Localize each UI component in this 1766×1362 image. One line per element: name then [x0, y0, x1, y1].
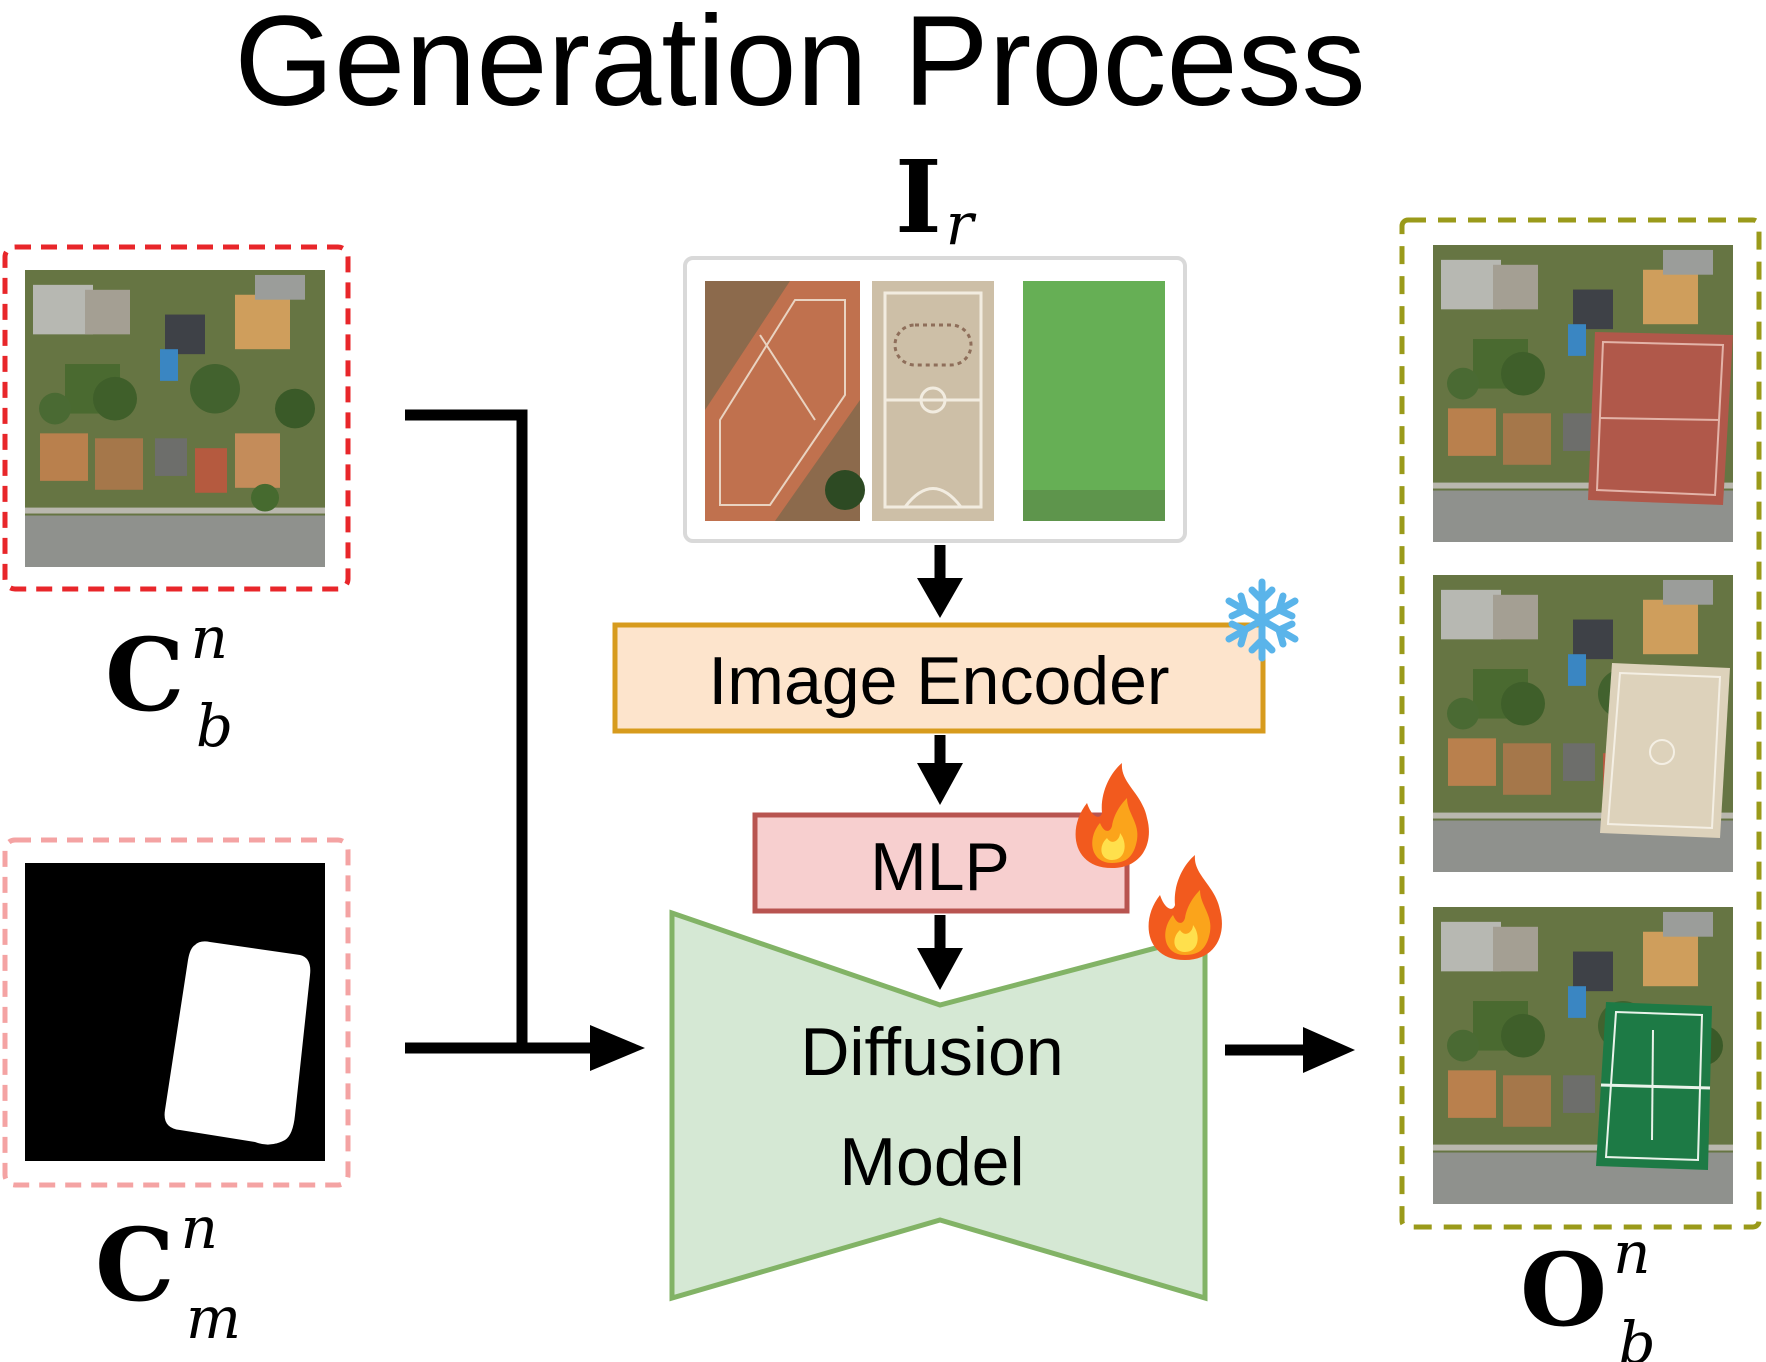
output-panel — [1399, 217, 1762, 1230]
output-image-basketball-court — [1433, 575, 1733, 872]
image-encoder-box — [612, 622, 1266, 734]
encoder-to-mlp-arrowhead — [917, 763, 963, 805]
background-frame — [2, 244, 351, 592]
background-aerial-image — [25, 270, 325, 567]
diffusion-fire-icon — [1148, 855, 1222, 960]
background-condition-panel — [2, 244, 351, 592]
mask-region — [164, 941, 311, 1145]
reference-images-label: Ir — [895, 138, 977, 258]
background-connector — [405, 409, 528, 1048]
image-encoder-label: Image Encoder — [708, 643, 1169, 719]
reference-image-clay-court — [705, 281, 865, 521]
diffusion-model-block: Diffusion Model — [669, 909, 1208, 1302]
diffusion-model-label-line1: Diffusion — [800, 1014, 1063, 1090]
diffusion-to-output-arrowhead — [1303, 1027, 1355, 1073]
mlp-block: MLP — [752, 812, 1130, 914]
mask-frame — [2, 837, 351, 1188]
output-frame — [1399, 217, 1762, 1230]
mlp-label: MLP — [870, 829, 1010, 905]
reference-image-basketball-court — [872, 281, 994, 521]
page-title: Generation Process — [234, 0, 1365, 133]
mlp-to-diffusion-arrowhead — [917, 948, 963, 990]
mask-condition-panel — [2, 837, 351, 1188]
diffusion-model-label-line2: Model — [839, 1124, 1024, 1200]
diffusion-model-shape — [669, 909, 1208, 1302]
output-image-tennis-court — [1433, 907, 1733, 1204]
snowflake-icon — [1225, 578, 1299, 662]
output-image-clay-court — [1433, 245, 1733, 542]
reference-to-encoder-arrowhead — [917, 578, 963, 618]
image-encoder-block: Image Encoder — [612, 622, 1266, 734]
mlp-fire-icon — [1075, 763, 1149, 868]
input-arrowhead — [590, 1025, 645, 1071]
reference-images-panel — [683, 256, 1187, 543]
reference-image-grass-pitch — [1023, 281, 1165, 521]
